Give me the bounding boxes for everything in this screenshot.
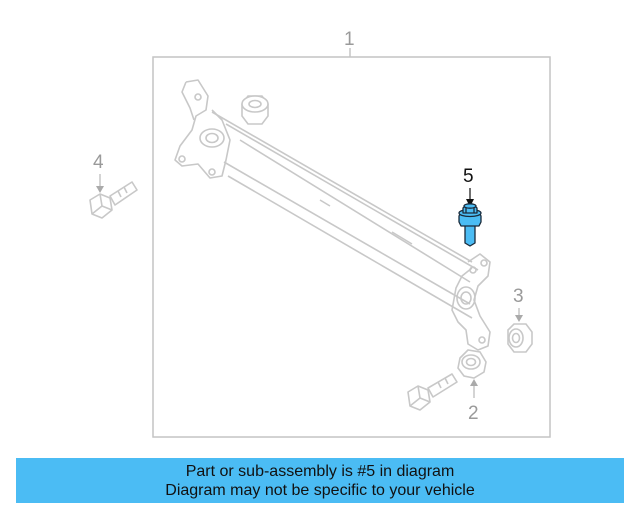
banner-line-2: Diagram may not be specific to your vehi… (165, 482, 475, 499)
callout-3-arrow (515, 315, 523, 322)
nut-part-2 (457, 349, 487, 379)
parts-diagram: 1 4 (89, 29, 551, 438)
callout-1-label: 1 (344, 29, 355, 50)
callout-5-label: 5 (463, 166, 474, 187)
upper-bushing (241, 95, 269, 125)
assembly-frame (152, 56, 551, 438)
callout-3-label: 3 (513, 286, 524, 307)
banner-line-1: Part or sub-assembly is #5 in diagram (185, 463, 455, 480)
callout-5-arrow (466, 199, 474, 207)
bolt-part-4 (89, 181, 138, 219)
callout-2-label: 2 (468, 403, 479, 424)
callout-2-arrow (470, 379, 478, 386)
bolt-part-5-highlighted (458, 203, 482, 247)
bolt-part-2 (407, 373, 458, 411)
callout-4-label: 4 (93, 152, 104, 173)
callout-4-arrow (96, 186, 104, 193)
bushing-part-3 (507, 323, 533, 353)
crossmember-beam (174, 79, 491, 351)
diagram-notice-banner: Part or sub-assembly is #5 in diagram Di… (16, 458, 624, 503)
